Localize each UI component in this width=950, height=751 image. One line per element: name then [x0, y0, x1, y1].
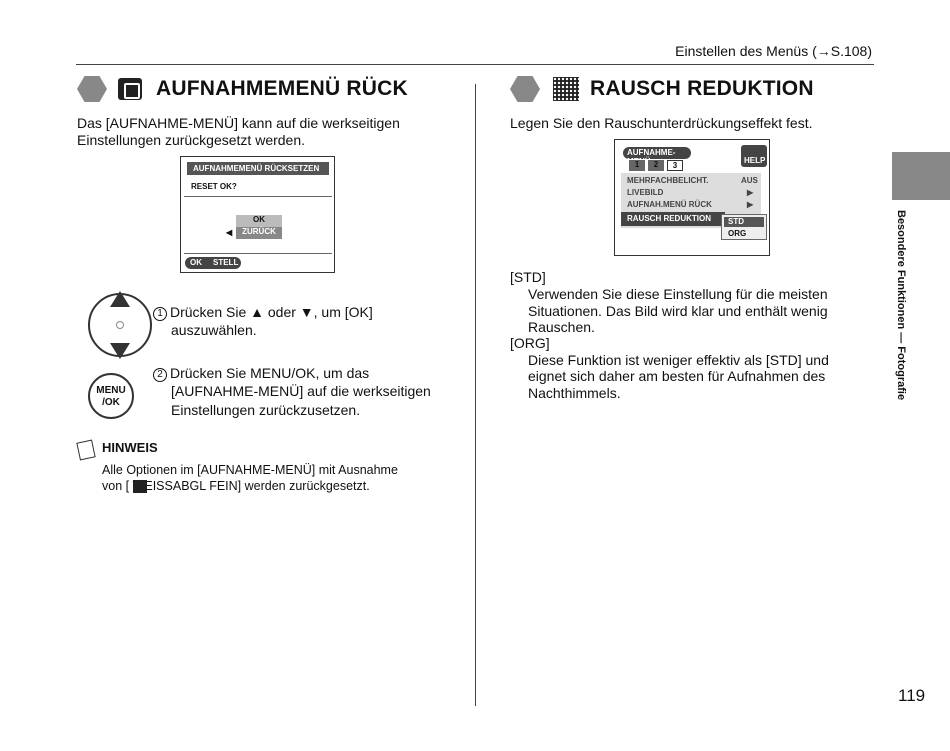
tab-1: 1	[629, 160, 645, 171]
menu-item-multi-exposure-value: AUS	[741, 176, 758, 185]
org-line3: Nachthimmels.	[528, 385, 621, 401]
shooting-menu-icon	[118, 78, 142, 100]
noise-reduction-icon	[553, 77, 579, 101]
intro-right: Legen Sie den Rauschunterdrückungseffekt…	[510, 115, 813, 131]
reset-menu-screen: AUFNAHMEMENÜ RÜCKSETZEN RESET OK? OK ZUR…	[180, 156, 335, 273]
std-line3: Rauschen.	[528, 319, 595, 335]
org-line1: Diese Funktion ist weniger effektiv als …	[528, 352, 829, 368]
noise-menu-screen: AUFNAHME-MENÜ HELP 1 2 3 MEHRFACHBELICHT…	[614, 139, 770, 256]
section-title-left: AUFNAHMEMENÜ RÜCK	[156, 77, 408, 100]
help-label: HELP	[744, 156, 766, 165]
intro-left-line2: Einstellungen zurückgesetzt werden.	[77, 132, 306, 148]
dpad-icon	[88, 291, 152, 359]
menu-item-liveview: LIVEBILD	[627, 188, 664, 197]
note-icon	[76, 439, 96, 461]
menu-tab: AUFNAHME-MENÜ	[623, 147, 691, 166]
menu-ok-button-icon: MENU /OK	[88, 373, 134, 419]
step1-text: Drücken Sie ▲ oder ▼, um [OK]	[170, 304, 373, 320]
ok-option[interactable]: OK	[236, 215, 282, 227]
screen-title: AUFNAHMEMENÜ RÜCKSETZEN	[193, 164, 320, 173]
menu-item-noise: RAUSCH REDUKTION	[627, 214, 711, 223]
help-button: HELP	[741, 145, 767, 167]
set-label: STELL	[213, 258, 239, 267]
section-marker-hexagon	[77, 76, 107, 102]
tab-2: 2	[648, 160, 664, 171]
step2-line3: Einstellungen zurückzusetzen.	[171, 402, 361, 418]
down-arrow-icon	[110, 343, 130, 359]
page-number: 119	[898, 686, 926, 705]
std-line2: Situationen. Das Bild wird klar und enth…	[528, 303, 828, 319]
step1-number: 1	[153, 307, 167, 321]
chapter-label: Besondere Funktionen — Fotografie	[895, 210, 907, 401]
screen-divider	[184, 196, 332, 197]
menu-item-liveview-arrow: ▶	[747, 188, 754, 197]
org-line2: eignet sich daher am besten für Aufnahme…	[528, 368, 826, 384]
intro-left-line1: Das [AUFNAHME-MENÜ] kann auf die werksei…	[77, 115, 400, 131]
option-org[interactable]: ORG	[728, 229, 747, 238]
step2-line2: [AUFNAHME-MENÜ] auf die werkseitigen	[171, 383, 431, 399]
ok-set-key: OK STELL	[185, 257, 241, 269]
step2-text: Drücken Sie MENU/OK, um das	[170, 365, 370, 381]
up-arrow-icon	[110, 291, 130, 307]
screen-divider-bottom	[184, 253, 332, 254]
note-line2: von [ WEISSABGL FEIN] werden zurückgeset…	[102, 479, 370, 493]
step2-number: 2	[153, 368, 167, 382]
section-marker-hexagon-right	[510, 76, 540, 102]
back-option[interactable]: ZURÜCK	[236, 227, 282, 239]
chapter-tab	[892, 152, 950, 200]
noise-options-popup: STD ORG	[721, 214, 767, 240]
std-label: [STD]	[510, 269, 546, 285]
note-line1: Alle Optionen im [AUFNAHME-MENÜ] mit Aus…	[102, 463, 398, 477]
tab-3: 3	[667, 160, 683, 171]
section-title-right: RAUSCH REDUKTION	[590, 77, 814, 100]
menu-item-reset-arrow: ▶	[747, 200, 754, 209]
header-rule	[76, 64, 874, 65]
reset-prompt: RESET OK?	[191, 182, 237, 191]
ok-key-label: OK	[190, 258, 202, 267]
column-divider	[475, 84, 476, 706]
option-std[interactable]: STD	[724, 217, 764, 227]
left-arrow-icon: ◀	[226, 228, 233, 237]
menu-item-noise-highlight: RAUSCH REDUKTION	[621, 212, 725, 226]
org-label: [ORG]	[510, 335, 550, 351]
menu-item-multi-exposure: MEHRFACHBELICHT.	[627, 176, 709, 185]
running-header: Einstellen des Menüs (→S.108)	[675, 43, 872, 59]
step1-line2: auszuwählen.	[171, 322, 257, 338]
page-tabs: 1 2 3	[629, 160, 687, 172]
note-title: HINWEIS	[102, 440, 158, 455]
std-line1: Verwenden Sie diese Einstellung für die …	[528, 286, 828, 302]
white-balance-fine-icon	[133, 480, 147, 493]
menu-item-reset: AUFNAH.MENÜ RÜCK	[627, 200, 712, 209]
screen-title-bar: AUFNAHMEMENÜ RÜCKSETZEN	[187, 162, 329, 175]
center-dot-icon	[116, 321, 124, 329]
